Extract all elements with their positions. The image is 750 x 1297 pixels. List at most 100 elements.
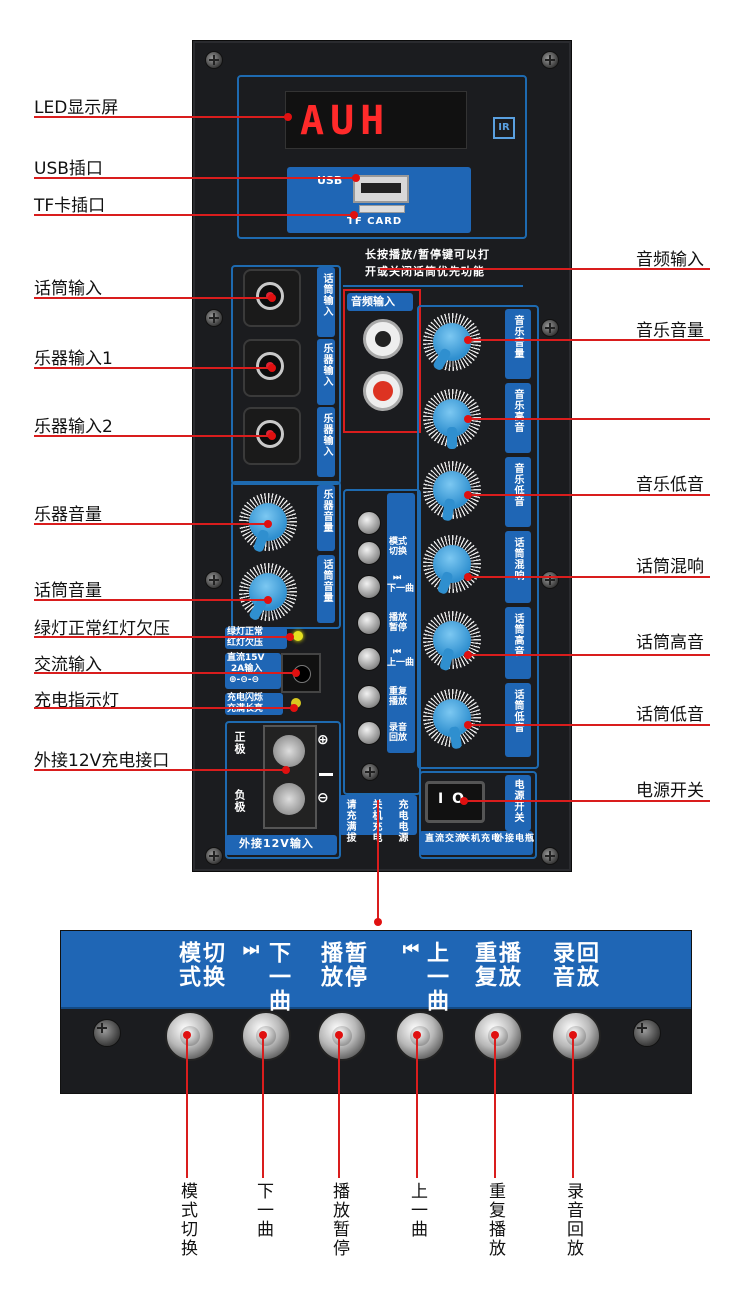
music-volume-knob[interactable] xyxy=(423,313,481,372)
panel-btn-label-0a: 模式 xyxy=(389,537,408,547)
callout-dot xyxy=(282,766,290,774)
music-volume-label: 音乐音量 xyxy=(512,315,523,359)
mic-reverb-knob[interactable] xyxy=(423,535,481,595)
callout-line xyxy=(34,297,272,299)
callout-line xyxy=(34,214,352,216)
screw-icon xyxy=(633,1019,661,1047)
panel-record-button[interactable] xyxy=(357,721,381,745)
callout-dot xyxy=(335,1031,343,1039)
callout-dot xyxy=(464,491,472,499)
screw-icon xyxy=(361,763,379,781)
power-frame xyxy=(419,771,537,859)
minus-icon: ⊖ xyxy=(317,790,329,806)
callout-dot xyxy=(352,174,360,182)
panel-prev-button[interactable] xyxy=(357,647,381,671)
status-led-icon xyxy=(293,631,303,641)
mic-reverb-label: 话筒混响 xyxy=(512,537,523,581)
screw-icon xyxy=(541,319,559,337)
screw-icon xyxy=(205,309,223,327)
callout-music-bass: 音乐低音 xyxy=(636,475,704,495)
zoom-label-mode-top: 模式 xyxy=(175,941,200,989)
external-12v-terminal[interactable] xyxy=(263,725,317,829)
callout-line xyxy=(34,707,294,709)
power-switch-glyph: I O xyxy=(438,791,466,807)
callout-dot xyxy=(268,432,276,440)
music-treble-knob[interactable] xyxy=(423,389,481,449)
input-jacks-frame xyxy=(231,265,341,485)
bottom-label-record: 录音回放 xyxy=(563,1182,583,1258)
callout-line xyxy=(468,339,710,341)
tf-card-slot[interactable] xyxy=(359,205,405,213)
callout-line xyxy=(34,435,272,437)
audio-input-white-jack[interactable] xyxy=(363,319,403,359)
callout-instrument-volume: 乐器音量 xyxy=(34,505,102,525)
callout-line xyxy=(34,599,268,601)
panel-mode-button[interactable] xyxy=(357,541,381,565)
mic-treble-knob[interactable] xyxy=(423,611,481,672)
callout-mic-input: 话筒输入 xyxy=(34,279,102,299)
panel-play-button[interactable] xyxy=(357,611,381,635)
power-switch[interactable]: I O xyxy=(425,781,485,823)
mic-volume-knob[interactable] xyxy=(239,563,297,622)
zoom-label-record-top: 录音 xyxy=(549,941,574,989)
mic-bass-knob[interactable] xyxy=(423,689,481,750)
callout-dot xyxy=(464,415,472,423)
mic-treble-label: 话筒高音 xyxy=(512,613,523,657)
external-12v-label: 外接12V输入 xyxy=(239,837,314,850)
mic-bass-label: 话筒低音 xyxy=(512,689,523,733)
callout-dot xyxy=(491,1031,499,1039)
callout-ext-12v: 外接12V充电接口 xyxy=(34,751,170,771)
speaker-control-panel: AUH IR USB TF CARD 长按播放/暂停键可以打 开或关闭话筒优先功… xyxy=(192,40,572,872)
callout-dot xyxy=(569,1031,577,1039)
callout-line xyxy=(262,1034,264,1178)
ir-icon: IR xyxy=(493,117,515,139)
callout-dot xyxy=(268,364,276,372)
zoom-next-icon: ⏭ xyxy=(241,941,262,961)
callout-dot xyxy=(268,294,276,302)
plus-icon: ⊕ xyxy=(317,732,329,748)
led-status-label-2: 红灯欠压 xyxy=(227,638,264,648)
button-column-frame xyxy=(343,489,421,795)
notice-line-2: 开或关闭话筒优先功能 xyxy=(365,265,485,278)
callout-line xyxy=(468,418,710,420)
led-status-label-1: 绿灯正常 xyxy=(227,627,264,637)
audio-input-red-jack[interactable] xyxy=(363,371,403,411)
panel-btn-label-2a: 播放 xyxy=(389,613,408,623)
callout-line xyxy=(34,636,290,638)
bottom-label-prev: 上一曲 xyxy=(407,1182,427,1239)
panel-repeat-button[interactable] xyxy=(357,685,381,709)
mic-volume-label: 话筒音量 xyxy=(321,559,332,603)
charge-label-1: 请充满拔 xyxy=(344,799,355,843)
instrument-input-2-label: 乐器输入 xyxy=(321,413,332,457)
screw-icon xyxy=(205,51,223,69)
panel-btn-glyph-3: ⏮ xyxy=(393,647,402,657)
callout-power-switch: 电源开关 xyxy=(636,781,704,801)
callout-dot xyxy=(183,1031,191,1039)
music-treble-label: 音乐高音 xyxy=(512,389,523,433)
power-mode-1: 直流交流 xyxy=(425,834,466,844)
callout-music-volume: 音乐音量 xyxy=(636,321,704,341)
dc-input-label-1: 直流15V xyxy=(227,653,265,663)
music-bass-label: 音乐低音 xyxy=(512,463,523,507)
callout-line xyxy=(380,268,710,270)
usb-port[interactable] xyxy=(353,175,409,203)
bottom-label-mode: 模式切换 xyxy=(177,1182,197,1258)
callout-line xyxy=(572,1034,574,1178)
panel-button[interactable] xyxy=(357,511,381,535)
callout-dot xyxy=(264,596,272,604)
negative-pole-label: 负极 xyxy=(233,789,246,813)
button-strip-zoom: 模式 切换 ⏭ 下一曲 播放 暂停 ⏮ 上一曲 重复 播放 录音 回放 xyxy=(60,930,692,1094)
ext-terminal-frame xyxy=(225,721,341,859)
callout-dot xyxy=(284,113,292,121)
panel-next-button[interactable] xyxy=(357,575,381,599)
music-bass-knob[interactable] xyxy=(423,461,481,522)
callout-ac-input: 交流输入 xyxy=(34,655,102,675)
callout-line xyxy=(338,1034,340,1178)
zoom-connector-line xyxy=(377,800,379,920)
callout-line xyxy=(468,576,710,578)
charge-label-2: 关机充电 xyxy=(370,799,381,843)
callout-line xyxy=(494,1034,496,1178)
callout-line xyxy=(34,672,296,674)
screw-icon xyxy=(541,571,559,589)
led-display-text: AUH xyxy=(300,98,391,144)
